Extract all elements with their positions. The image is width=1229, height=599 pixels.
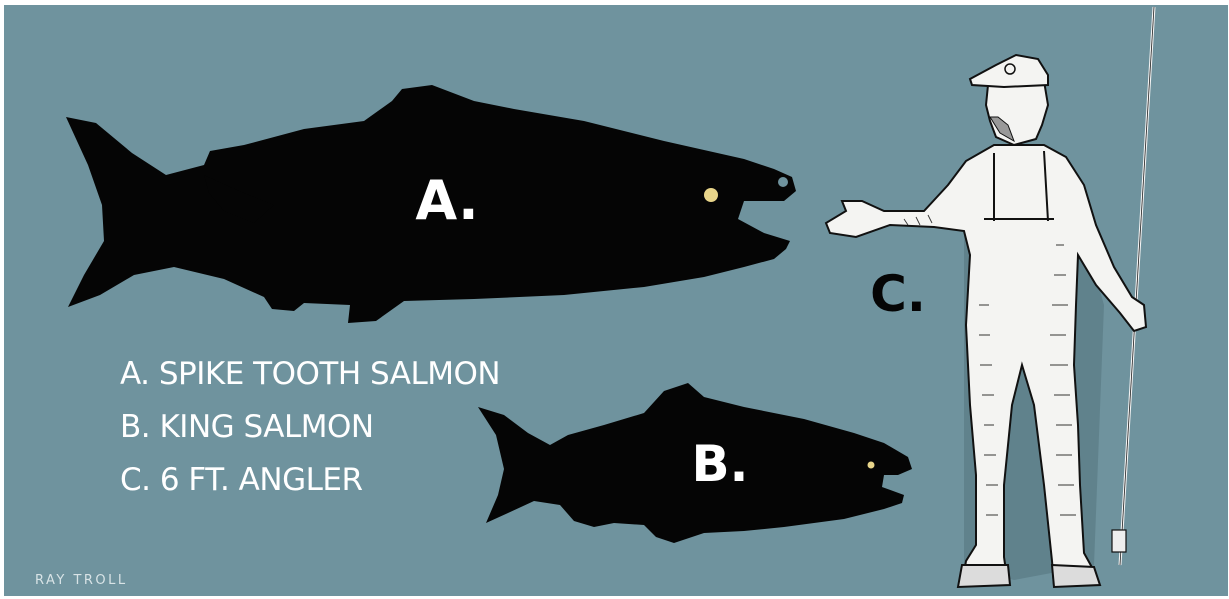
fish-a-eye	[704, 188, 718, 202]
fish-a-nostril	[778, 177, 788, 187]
illustration-art: A. B. C.	[4, 5, 1228, 596]
fish-b-eye	[868, 462, 875, 469]
artist-credit: RAY TROLL	[35, 573, 128, 588]
legend-item-angler: C. 6 FT. ANGLER	[120, 454, 500, 507]
legend-item-spike-tooth: A. SPIKE TOOTH SALMON	[120, 348, 500, 401]
legend-item-king-salmon: B. KING SALMON	[120, 401, 500, 454]
angler-label: C.	[870, 265, 926, 323]
fish-b-label: B.	[691, 435, 748, 493]
fish-a-label: A.	[415, 169, 478, 232]
illustration-panel: A. B. C.	[4, 5, 1228, 596]
species-legend: A. SPIKE TOOTH SALMON B. KING SALMON C. …	[120, 348, 500, 507]
